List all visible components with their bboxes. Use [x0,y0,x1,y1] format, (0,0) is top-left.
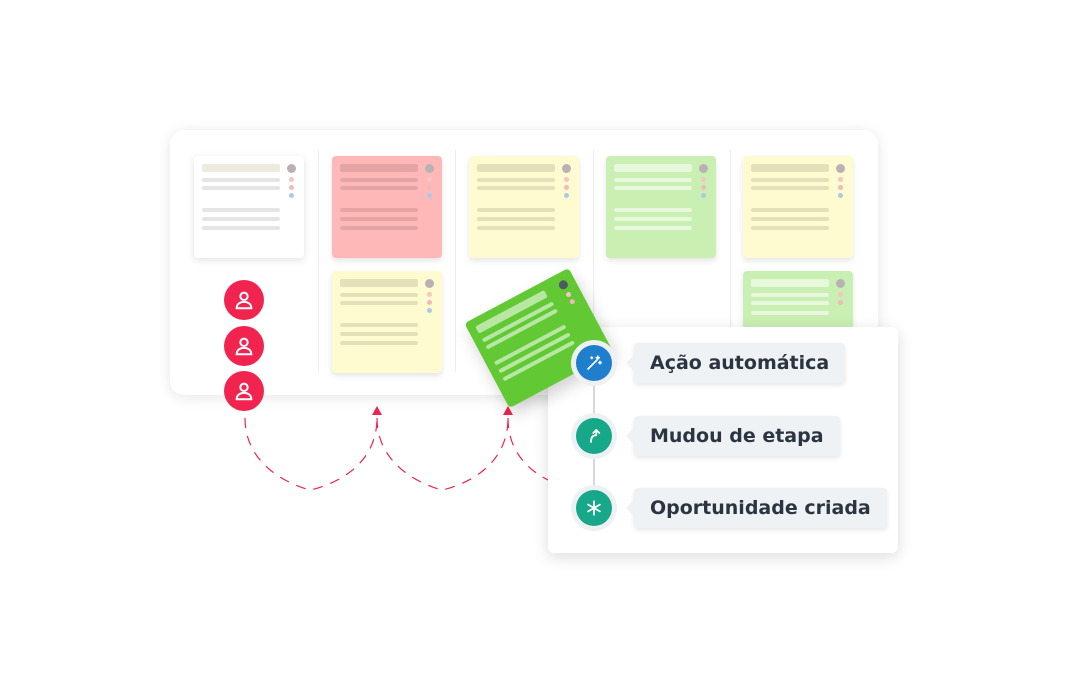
avatar [557,278,570,291]
deal-card[interactable] [606,156,716,258]
avatar [425,164,434,173]
avatar [699,164,708,173]
column-divider [593,150,594,372]
deal-card[interactable] [743,271,853,329]
deal-card[interactable] [194,156,304,258]
timeline-event-label: Ação automática [625,343,846,383]
column-divider [730,150,731,372]
deal-card[interactable] [332,271,442,373]
avatar [425,279,434,288]
avatar [562,164,571,173]
avatar [287,164,296,173]
turn-up-arrow-icon [576,418,612,454]
arrow-up-icon [503,406,513,415]
user-icon [224,371,264,411]
column-divider [318,150,319,372]
asterisk-icon [576,490,612,526]
column-divider [455,150,456,372]
timeline-event-label: Oportunidade criada [626,488,887,528]
avatar [836,279,845,288]
deal-card[interactable] [743,156,853,258]
magic-wand-icon [576,345,612,381]
avatar [836,164,845,173]
arrow-up-icon [372,406,382,415]
user-icon [224,280,264,320]
timeline-event-label: Mudou de etapa [626,416,840,456]
deal-card[interactable] [332,156,442,258]
deal-card[interactable] [469,156,579,258]
user-icon [224,326,264,366]
